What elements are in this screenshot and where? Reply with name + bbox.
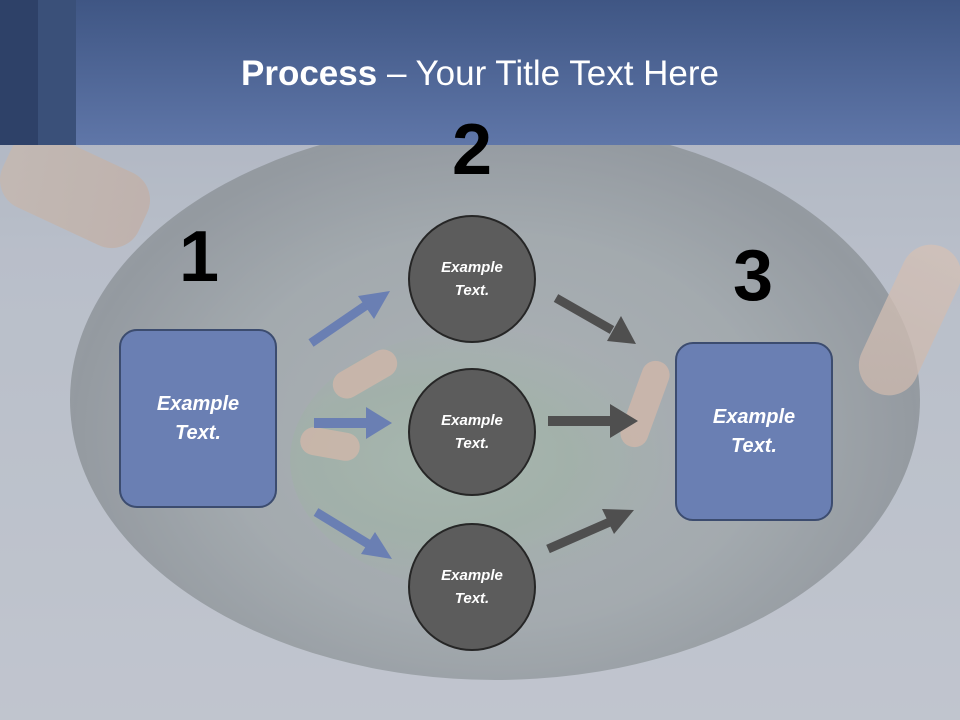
- step-2-circle-top[interactable]: Example Text.: [408, 215, 536, 343]
- title-bold: Process: [241, 54, 378, 93]
- slide-title[interactable]: Process – Your Title Text Here: [0, 52, 960, 96]
- step-number-3: 3: [732, 236, 774, 316]
- circle-mid-line1: Example: [441, 412, 503, 429]
- circle-top-line1: Example: [441, 259, 503, 276]
- step-3-text-line1: Example: [712, 405, 796, 428]
- title-rest: – Your Title Text Here: [377, 54, 719, 93]
- arrow-out-top: [553, 294, 636, 344]
- arrow-in-down: [313, 508, 392, 559]
- arrow-in-up: [308, 291, 390, 347]
- circle-mid-line2: Text.: [454, 435, 490, 452]
- step-1-box[interactable]: Example Text.: [119, 329, 277, 508]
- step-number-2: 2: [451, 110, 493, 190]
- arrow-out-mid: [548, 404, 638, 438]
- circle-bot-line1: Example: [441, 567, 503, 584]
- step-1-text-line1: Example: [156, 392, 240, 415]
- arrow-in-mid: [314, 407, 392, 439]
- arrow-out-bot: [546, 509, 634, 554]
- step-3-text-line2: Text.: [731, 434, 777, 457]
- step-number-1: 1: [178, 217, 220, 297]
- step-3-box[interactable]: Example Text.: [675, 342, 833, 521]
- step-1-text-line2: Text.: [175, 421, 221, 444]
- circle-bot-line2: Text.: [454, 590, 490, 607]
- title-band: [0, 0, 960, 145]
- step-2-circle-bottom[interactable]: Example Text.: [408, 523, 536, 651]
- circle-top-line2: Text.: [454, 282, 490, 299]
- step-2-circle-middle[interactable]: Example Text.: [408, 368, 536, 496]
